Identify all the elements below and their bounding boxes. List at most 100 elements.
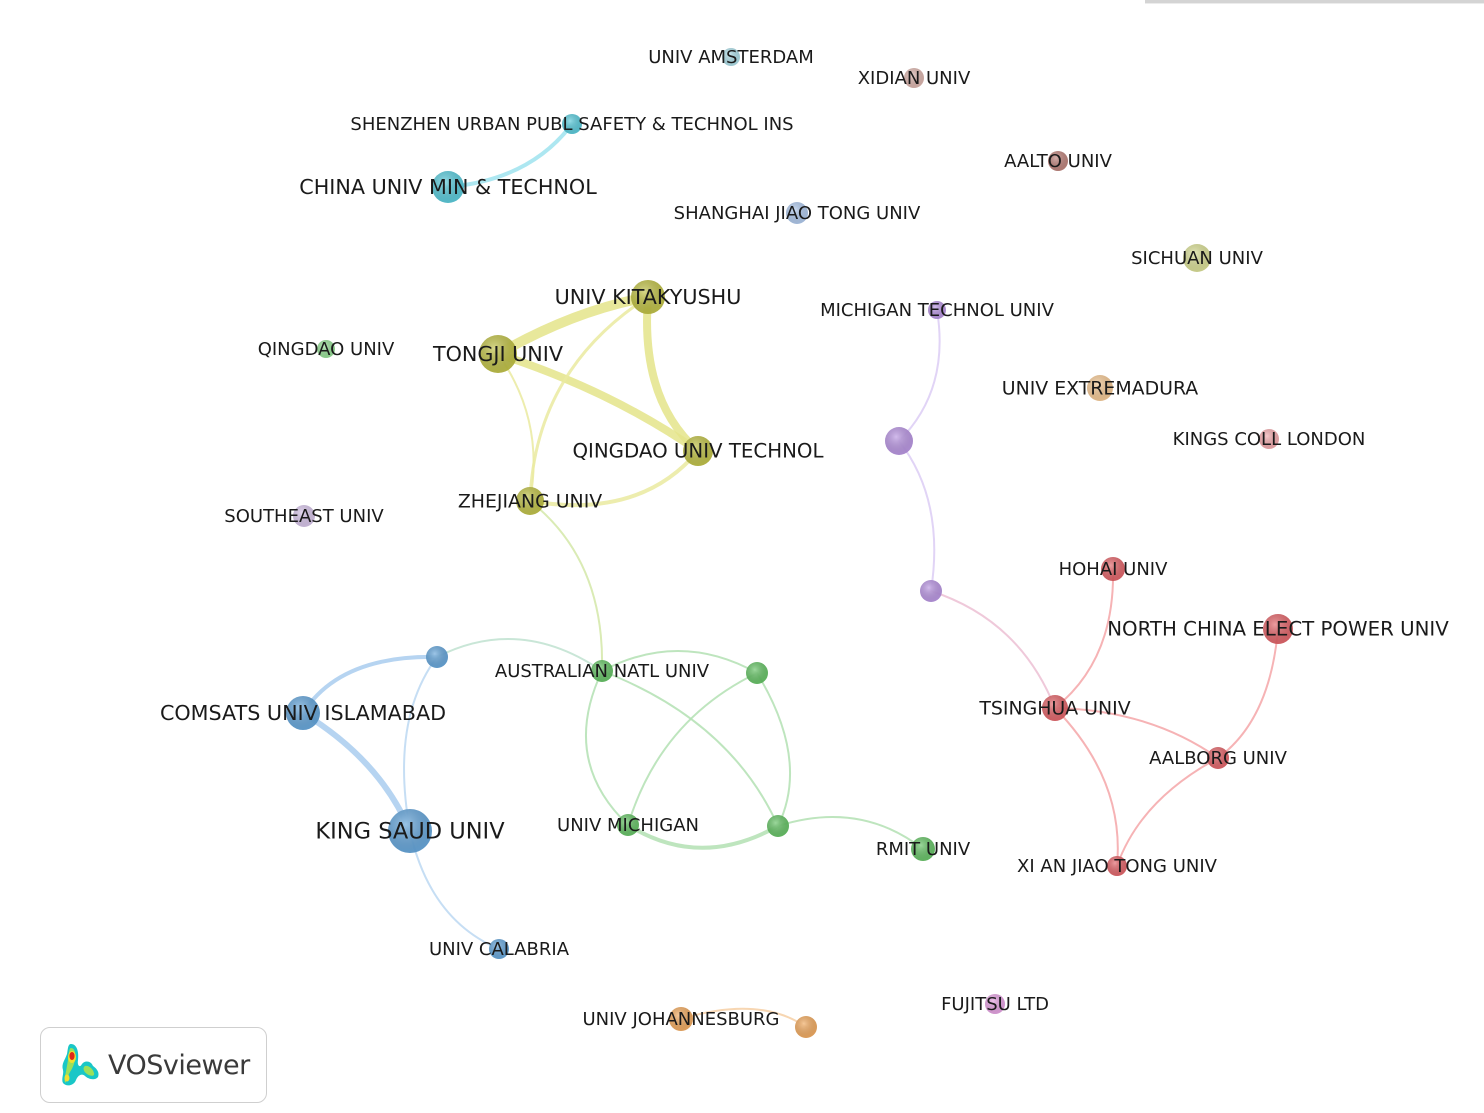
- network-edge: [300, 710, 413, 834]
- network-node[interactable]: [617, 814, 639, 836]
- node-label[interactable]: ZHEJIANG UNIV: [458, 491, 602, 513]
- network-node[interactable]: [722, 48, 740, 66]
- node-label[interactable]: FUJITSU LTD: [941, 994, 1049, 1015]
- network-edge: [493, 292, 653, 359]
- node-shading: [388, 809, 432, 853]
- node-label[interactable]: UNIV MICHIGAN: [557, 815, 699, 836]
- node-shading: [562, 114, 582, 134]
- node-shading: [286, 696, 320, 730]
- node-label[interactable]: UNIV JOHANNESBURG: [582, 1009, 779, 1030]
- network-node[interactable]: [388, 809, 432, 853]
- node-label[interactable]: QINGDAO UNIV TECHNOL: [572, 440, 823, 463]
- labels-layer: UNIV AMSTERDAM XIDIAN UNIV SHENZHEN URBAN …: [160, 47, 1449, 1030]
- network-edge: [601, 650, 758, 674]
- node-shading: [1101, 557, 1125, 581]
- network-node[interactable]: [920, 580, 942, 602]
- node-label[interactable]: TONGJI UNIV: [432, 342, 563, 366]
- node-label[interactable]: UNIV AMSTERDAM: [648, 47, 814, 68]
- network-edge: [680, 1007, 807, 1028]
- node-label[interactable]: UNIV CALABRIA: [429, 939, 570, 960]
- node-shading: [746, 662, 768, 684]
- network-node[interactable]: [1087, 375, 1113, 401]
- network-node[interactable]: [1263, 614, 1293, 644]
- node-shading: [1107, 856, 1127, 876]
- vosviewer-density-logo-icon: [62, 1044, 99, 1086]
- network-node[interactable]: [767, 815, 789, 837]
- node-label[interactable]: RMIT UNIV: [876, 839, 971, 860]
- node-shading: [1207, 747, 1229, 769]
- node-label[interactable]: AUSTRALIAN NATL UNIV: [495, 661, 710, 682]
- node-label[interactable]: NORTH CHINA ELECT POWER UNIV: [1107, 618, 1449, 641]
- node-shading: [985, 994, 1005, 1014]
- network-node[interactable]: [985, 994, 1005, 1014]
- node-shading: [683, 436, 713, 466]
- node-label[interactable]: UNIV EXTREMADURA: [1002, 378, 1199, 400]
- network-node[interactable]: [432, 171, 464, 203]
- node-shading: [1042, 695, 1068, 721]
- network-node[interactable]: [631, 280, 665, 314]
- network-edge: [409, 830, 500, 950]
- node-shading: [904, 68, 924, 88]
- network-node[interactable]: [479, 335, 517, 373]
- node-label[interactable]: AALTO UNIV: [1004, 151, 1113, 172]
- node-shading: [1183, 244, 1211, 272]
- network-node[interactable]: [286, 696, 320, 730]
- network-node[interactable]: [426, 646, 448, 668]
- network-edge: [529, 500, 604, 672]
- network-node[interactable]: [795, 1016, 817, 1038]
- vosviewer-logo-badge: VOSviewer: [40, 1027, 267, 1103]
- network-edge: [756, 672, 792, 827]
- node-label[interactable]: KING SAUD UNIV: [315, 819, 505, 845]
- node-label[interactable]: MICHIGAN TECHNOL UNIV: [820, 300, 1055, 321]
- node-label[interactable]: XI AN JIAO TONG UNIV: [1017, 856, 1218, 877]
- network-node[interactable]: [928, 301, 946, 319]
- network-node[interactable]: [562, 114, 582, 134]
- network-edge: [601, 670, 779, 827]
- network-node[interactable]: [317, 340, 335, 358]
- network-node[interactable]: [591, 660, 613, 682]
- node-shading: [1048, 151, 1068, 171]
- network-edge: [494, 350, 702, 455]
- network-node[interactable]: [786, 202, 808, 224]
- node-shading: [885, 427, 913, 455]
- node-label[interactable]: HOHAI UNIV: [1059, 559, 1169, 580]
- node-shading: [317, 340, 335, 358]
- network-node[interactable]: [669, 1007, 693, 1031]
- network-node[interactable]: [489, 939, 509, 959]
- network-node[interactable]: [1183, 244, 1211, 272]
- network-node[interactable]: [1107, 856, 1127, 876]
- network-node[interactable]: [516, 487, 544, 515]
- network-node[interactable]: [1042, 695, 1068, 721]
- node-shading: [1087, 375, 1113, 401]
- node-label[interactable]: KINGS COLL LONDON: [1173, 429, 1366, 450]
- network-node[interactable]: [1048, 151, 1068, 171]
- node-label[interactable]: SHANGHAI JIAO TONG UNIV: [674, 203, 921, 224]
- node-shading: [767, 815, 789, 837]
- network-node[interactable]: [1101, 557, 1125, 581]
- node-label[interactable]: UNIV KITAKYUSHU: [555, 285, 742, 309]
- node-label[interactable]: SHENZHEN URBAN PUBL SAFETY & TECHNOL INS: [350, 114, 793, 135]
- node-shading: [911, 837, 935, 861]
- network-node[interactable]: [1207, 747, 1229, 769]
- network-node[interactable]: [911, 837, 935, 861]
- node-shading: [516, 487, 544, 515]
- network-node[interactable]: [683, 436, 713, 466]
- node-label[interactable]: TSINGHUA UNIV: [978, 698, 1130, 720]
- node-label[interactable]: SOUTHEAST UNIV: [224, 506, 384, 527]
- node-label[interactable]: AALBORG UNIV: [1149, 748, 1287, 769]
- network-node[interactable]: [746, 662, 768, 684]
- node-shading: [1259, 429, 1279, 449]
- node-label[interactable]: XIDIAN UNIV: [858, 68, 971, 89]
- node-label[interactable]: CHINA UNIV MIN & TECHNOL: [299, 175, 597, 199]
- node-label[interactable]: COMSATS UNIV ISLAMABAD: [160, 701, 446, 725]
- network-node[interactable]: [904, 68, 924, 88]
- node-shading: [617, 814, 639, 836]
- network-edge: [1054, 707, 1219, 759]
- network-node[interactable]: [885, 427, 913, 455]
- node-label[interactable]: QINGDAO UNIV: [258, 339, 395, 360]
- node-label[interactable]: SICHUAN UNIV: [1131, 248, 1263, 269]
- network-node[interactable]: [293, 505, 315, 527]
- window-edge-bar: [1145, 0, 1484, 4]
- network-node[interactable]: [1259, 429, 1279, 449]
